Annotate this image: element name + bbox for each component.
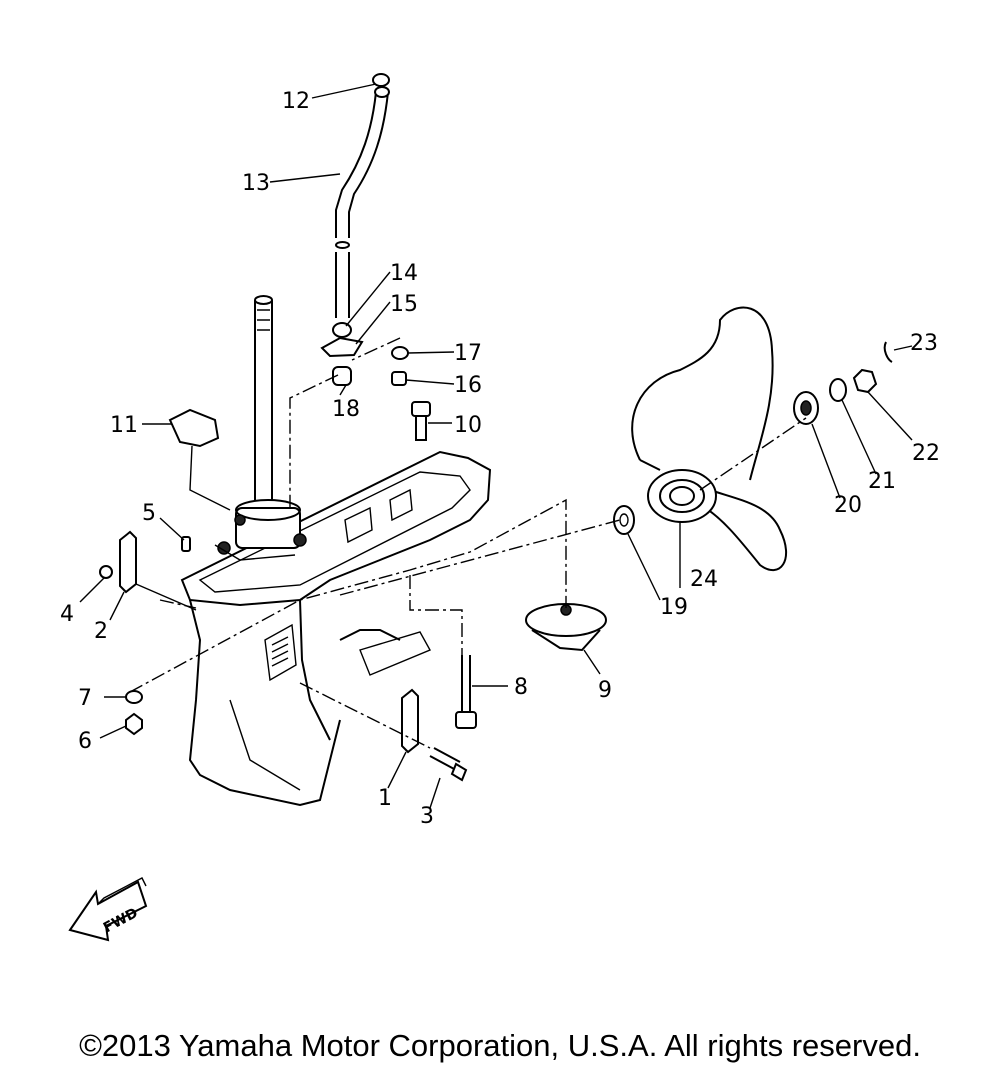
- thrust-washer-19: [613, 505, 635, 535]
- callout-part-4: 4: [60, 602, 74, 627]
- lower-case-housing: [180, 450, 492, 807]
- propeller: [631, 306, 788, 571]
- seal-cover: [525, 603, 607, 652]
- callout-part-20: 20: [834, 493, 862, 518]
- cotter-pin-23: [883, 341, 893, 363]
- callout-part-10: 10: [454, 413, 482, 438]
- housing-decal: [264, 623, 297, 682]
- nut-22: [852, 368, 878, 394]
- water-pump-assembly: [214, 499, 307, 561]
- callout-part-11: 11: [110, 413, 138, 438]
- callout-part-6: 6: [78, 729, 92, 754]
- callout-part-5: 5: [142, 501, 156, 526]
- callout-part-23: 23: [910, 331, 938, 356]
- callout-part-1: 1: [378, 786, 392, 811]
- copyright-notice: ©2013 Yamaha Motor Corporation, U.S.A. A…: [79, 1028, 921, 1063]
- water-tube: [320, 73, 390, 386]
- callout-part-9: 9: [598, 678, 612, 703]
- callout-part-12: 12: [282, 89, 310, 114]
- callout-part-21: 21: [868, 469, 896, 494]
- callout-part-18: 18: [332, 397, 360, 422]
- callout-part-8: 8: [514, 675, 528, 700]
- callout-part-17: 17: [454, 341, 482, 366]
- callout-part-13: 13: [242, 171, 270, 196]
- washer-21: [829, 378, 847, 402]
- drive-shaft: [254, 295, 273, 500]
- callout-part-3: 3: [420, 804, 434, 829]
- part-callouts: 1 2 3 4 5 6 7 8 9 10 11 12 13 14 15 16 1…: [60, 89, 940, 829]
- alignment-lines: [129, 337, 807, 749]
- spacer-20: [793, 391, 819, 425]
- forward-direction-arrow: FWD: [68, 877, 148, 942]
- callout-part-14: 14: [390, 261, 418, 286]
- leader-lines: [79, 83, 913, 809]
- callout-part-24: 24: [690, 567, 718, 592]
- small-parts: [99, 346, 477, 782]
- callout-part-19: 19: [660, 595, 688, 620]
- callout-part-22: 22: [912, 441, 940, 466]
- callout-part-7: 7: [78, 686, 92, 711]
- callout-part-2: 2: [94, 619, 108, 644]
- exploded-parts-diagram: FWD 1 2 3 4 5 6 7 8 9 10 11 12 13 14 15 …: [60, 73, 940, 942]
- callout-part-15: 15: [390, 292, 418, 317]
- callout-part-16: 16: [454, 373, 482, 398]
